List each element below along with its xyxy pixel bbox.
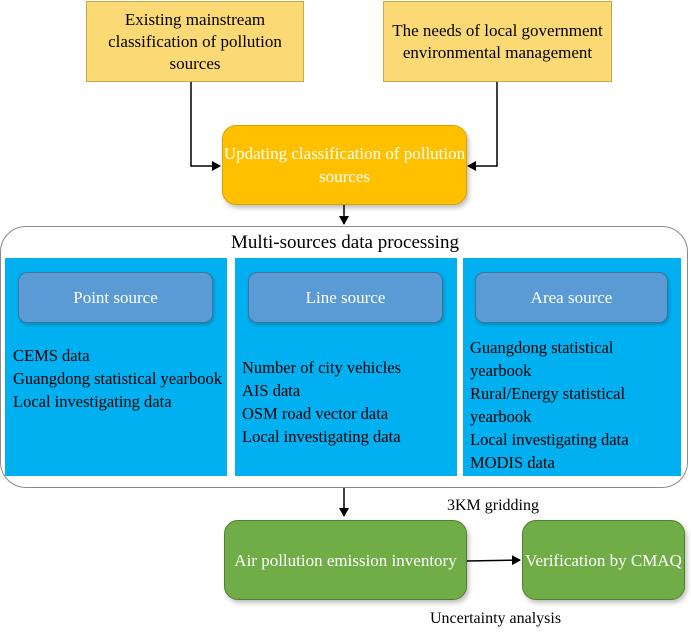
line-source-header: Line source [248,272,443,323]
updating-classification-box: Updating classification of pollution sou… [222,125,467,205]
list-item: CEMS data [13,346,90,365]
list-item: Local investigating data [470,430,629,449]
point-source-title: Point source [73,287,158,307]
existing-classification-box: Existing mainstream classification of po… [86,1,304,82]
area-source-header: Area source [475,272,668,323]
local-government-needs-box: The needs of local government environmen… [383,1,612,82]
line-source-title: Line source [305,287,386,307]
point-source-list: CEMS data Guangdong statistical yearbook… [13,344,223,413]
verification-cmaq-box: Verification by CMAQ [522,520,685,600]
point-source-header: Point source [18,272,213,323]
list-item: Local investigating data [242,427,401,446]
emission-inventory-box: Air pollution emission inventory [224,520,467,600]
gridding-label: 3KM gridding [447,497,539,514]
line-source-list: Number of city vehicles AIS data OSM roa… [242,356,454,448]
area-source-panel: Area source Guangdong statistical yearbo… [463,258,681,476]
list-item: AIS data [242,381,301,400]
arrow-left-to-center [190,82,221,171]
area-source-list: Guangdong statistical yearbook Rural/Ene… [470,336,678,474]
existing-classification-text: Existing mainstream classification of po… [108,9,282,73]
verification-cmaq-text: Verification by CMAQ [525,550,682,570]
arrow-inventory-to-verification [466,555,521,566]
list-item: MODIS data [470,453,555,472]
uncertainty-analysis-label: Uncertainty analysis [430,610,562,627]
updating-classification-text: Updating classification of pollution sou… [223,144,466,186]
list-item: Guangdong statistical yearbook [13,369,222,388]
line-source-panel: Line source Number of city vehicles AIS … [235,258,457,476]
list-item: OSM road vector data [242,404,389,423]
arrow-right-to-center [467,82,498,171]
list-item: Number of city vehicles [242,358,401,377]
area-source-title: Area source [530,287,613,307]
list-item: Local investigating data [13,392,172,411]
local-government-needs-text: The needs of local government environmen… [392,20,603,62]
point-source-panel: Point source CEMS data Guangdong statist… [5,258,227,476]
multi-sources-processing-title: Multi-sources data processing [231,232,459,253]
list-item: Rural/Energy statistical yearbook [470,384,626,426]
list-item: Guangdong statistical yearbook [470,338,614,380]
emission-inventory-text: Air pollution emission inventory [234,550,457,570]
